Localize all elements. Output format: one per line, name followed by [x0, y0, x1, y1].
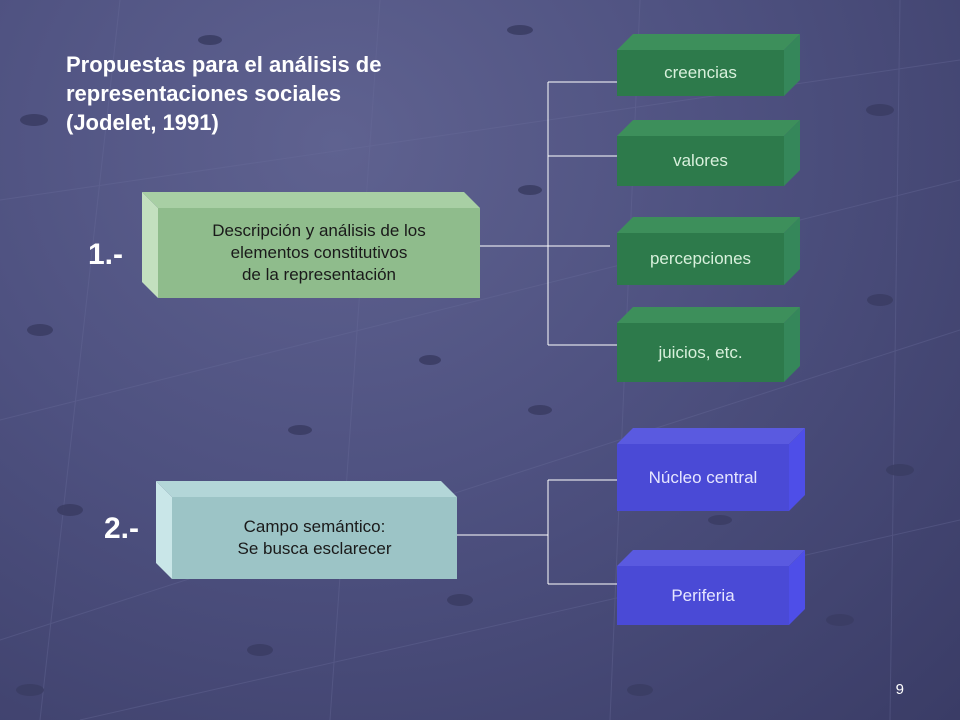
box-1-line-2: elementos constitutivos [230, 243, 408, 262]
box-2-top [156, 481, 457, 497]
box-1-front [158, 208, 480, 298]
leaf-box-percepciones-top [617, 217, 800, 233]
box-2-text: Campo semántico: Se busca esclarecer [172, 497, 457, 579]
leaf-box-valores-side [784, 120, 800, 186]
slide-title: Propuestas para el análisis de represent… [66, 50, 486, 137]
leaf-periferia: Periferia [671, 585, 735, 605]
leaf-juicios: juicios, etc. [658, 342, 743, 362]
title-line-2: representaciones sociales [66, 81, 342, 106]
box-1-line-1: Descripción y análisis de los [212, 221, 426, 240]
box-2-front [172, 497, 457, 579]
leaf-box-nucleo-front [617, 444, 789, 511]
title-line-1: Propuestas para el análisis de [66, 52, 382, 77]
leaf-box-nucleo-side [789, 428, 805, 511]
leaf-box-juicios-top [617, 307, 800, 323]
leaf-box-nucleo-top [617, 428, 805, 444]
leaf-box-juicios-side [784, 307, 800, 382]
leaf-box-juicios-front [617, 323, 784, 382]
leaf-box-periferia-front [617, 566, 789, 625]
box-1-side [142, 192, 158, 298]
leaf-box-percepciones-front [617, 233, 784, 285]
leaf-box-periferia-side [789, 550, 805, 625]
box-1-line-3: de la representación [241, 265, 397, 284]
title-line-3: (Jodelet, 1991) [66, 110, 219, 135]
leaf-creencias: creencias [664, 63, 737, 82]
leaf-box-creencias-top [617, 34, 800, 50]
leaf-box-creencias-side [784, 34, 800, 96]
leaf-box-periferia-top [617, 550, 805, 566]
box-1-top [142, 192, 480, 208]
box-1-text: Descripción y análisis de los elementos … [158, 208, 480, 298]
box-2-line-2: Se busca esclarecer [237, 539, 392, 558]
section-1-number: 1.- [88, 238, 124, 271]
box-2-side [156, 481, 172, 579]
leaf-box-valores-top [617, 120, 800, 136]
page-number: 9 [895, 681, 904, 698]
leaf-nucleo-central: Núcleo central [648, 467, 758, 487]
leaf-box-valores-front [617, 136, 784, 186]
section-2-number: 2.- [104, 512, 140, 545]
box-2-line-1: Campo semántico: [243, 517, 386, 536]
leaf-box-percepciones-side [784, 217, 800, 285]
leaf-box-creencias-front [617, 50, 784, 96]
leaf-valores: valores [673, 151, 728, 170]
leaf-percepciones: percepciones [649, 249, 752, 268]
